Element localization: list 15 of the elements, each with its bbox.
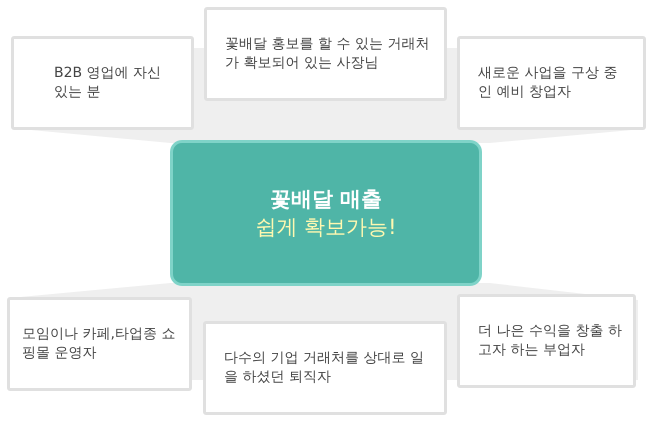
description-text: 꽃배달 홍보를 할 수 있는 거래처가 확보되어 있는 사장님 [225,35,430,73]
description-text: 모임이나 카페,타업종 쇼핑몰 운영자 [22,325,176,363]
text-card [7,297,192,391]
highlight-box [170,140,482,286]
text-card [203,321,447,415]
description-text: B2B 영업에 자신 있는 분 [54,64,162,102]
text-card [457,294,636,388]
text-card [11,36,194,130]
description-text: 더 나은 수익을 창출 하고자 하는 부업자 [478,322,623,360]
text-card [204,7,447,101]
description-text: 다수의 기업 거래처를 상대로 일을 하셨던 퇴직자 [224,349,425,387]
subheadline: 쉽게 확보가능! [255,214,397,241]
description-text: 새로운 사업을 구상 중인 예비 창업자 [478,64,618,102]
headline: 꽃배달 매출 [270,186,382,213]
text-card [457,36,646,130]
